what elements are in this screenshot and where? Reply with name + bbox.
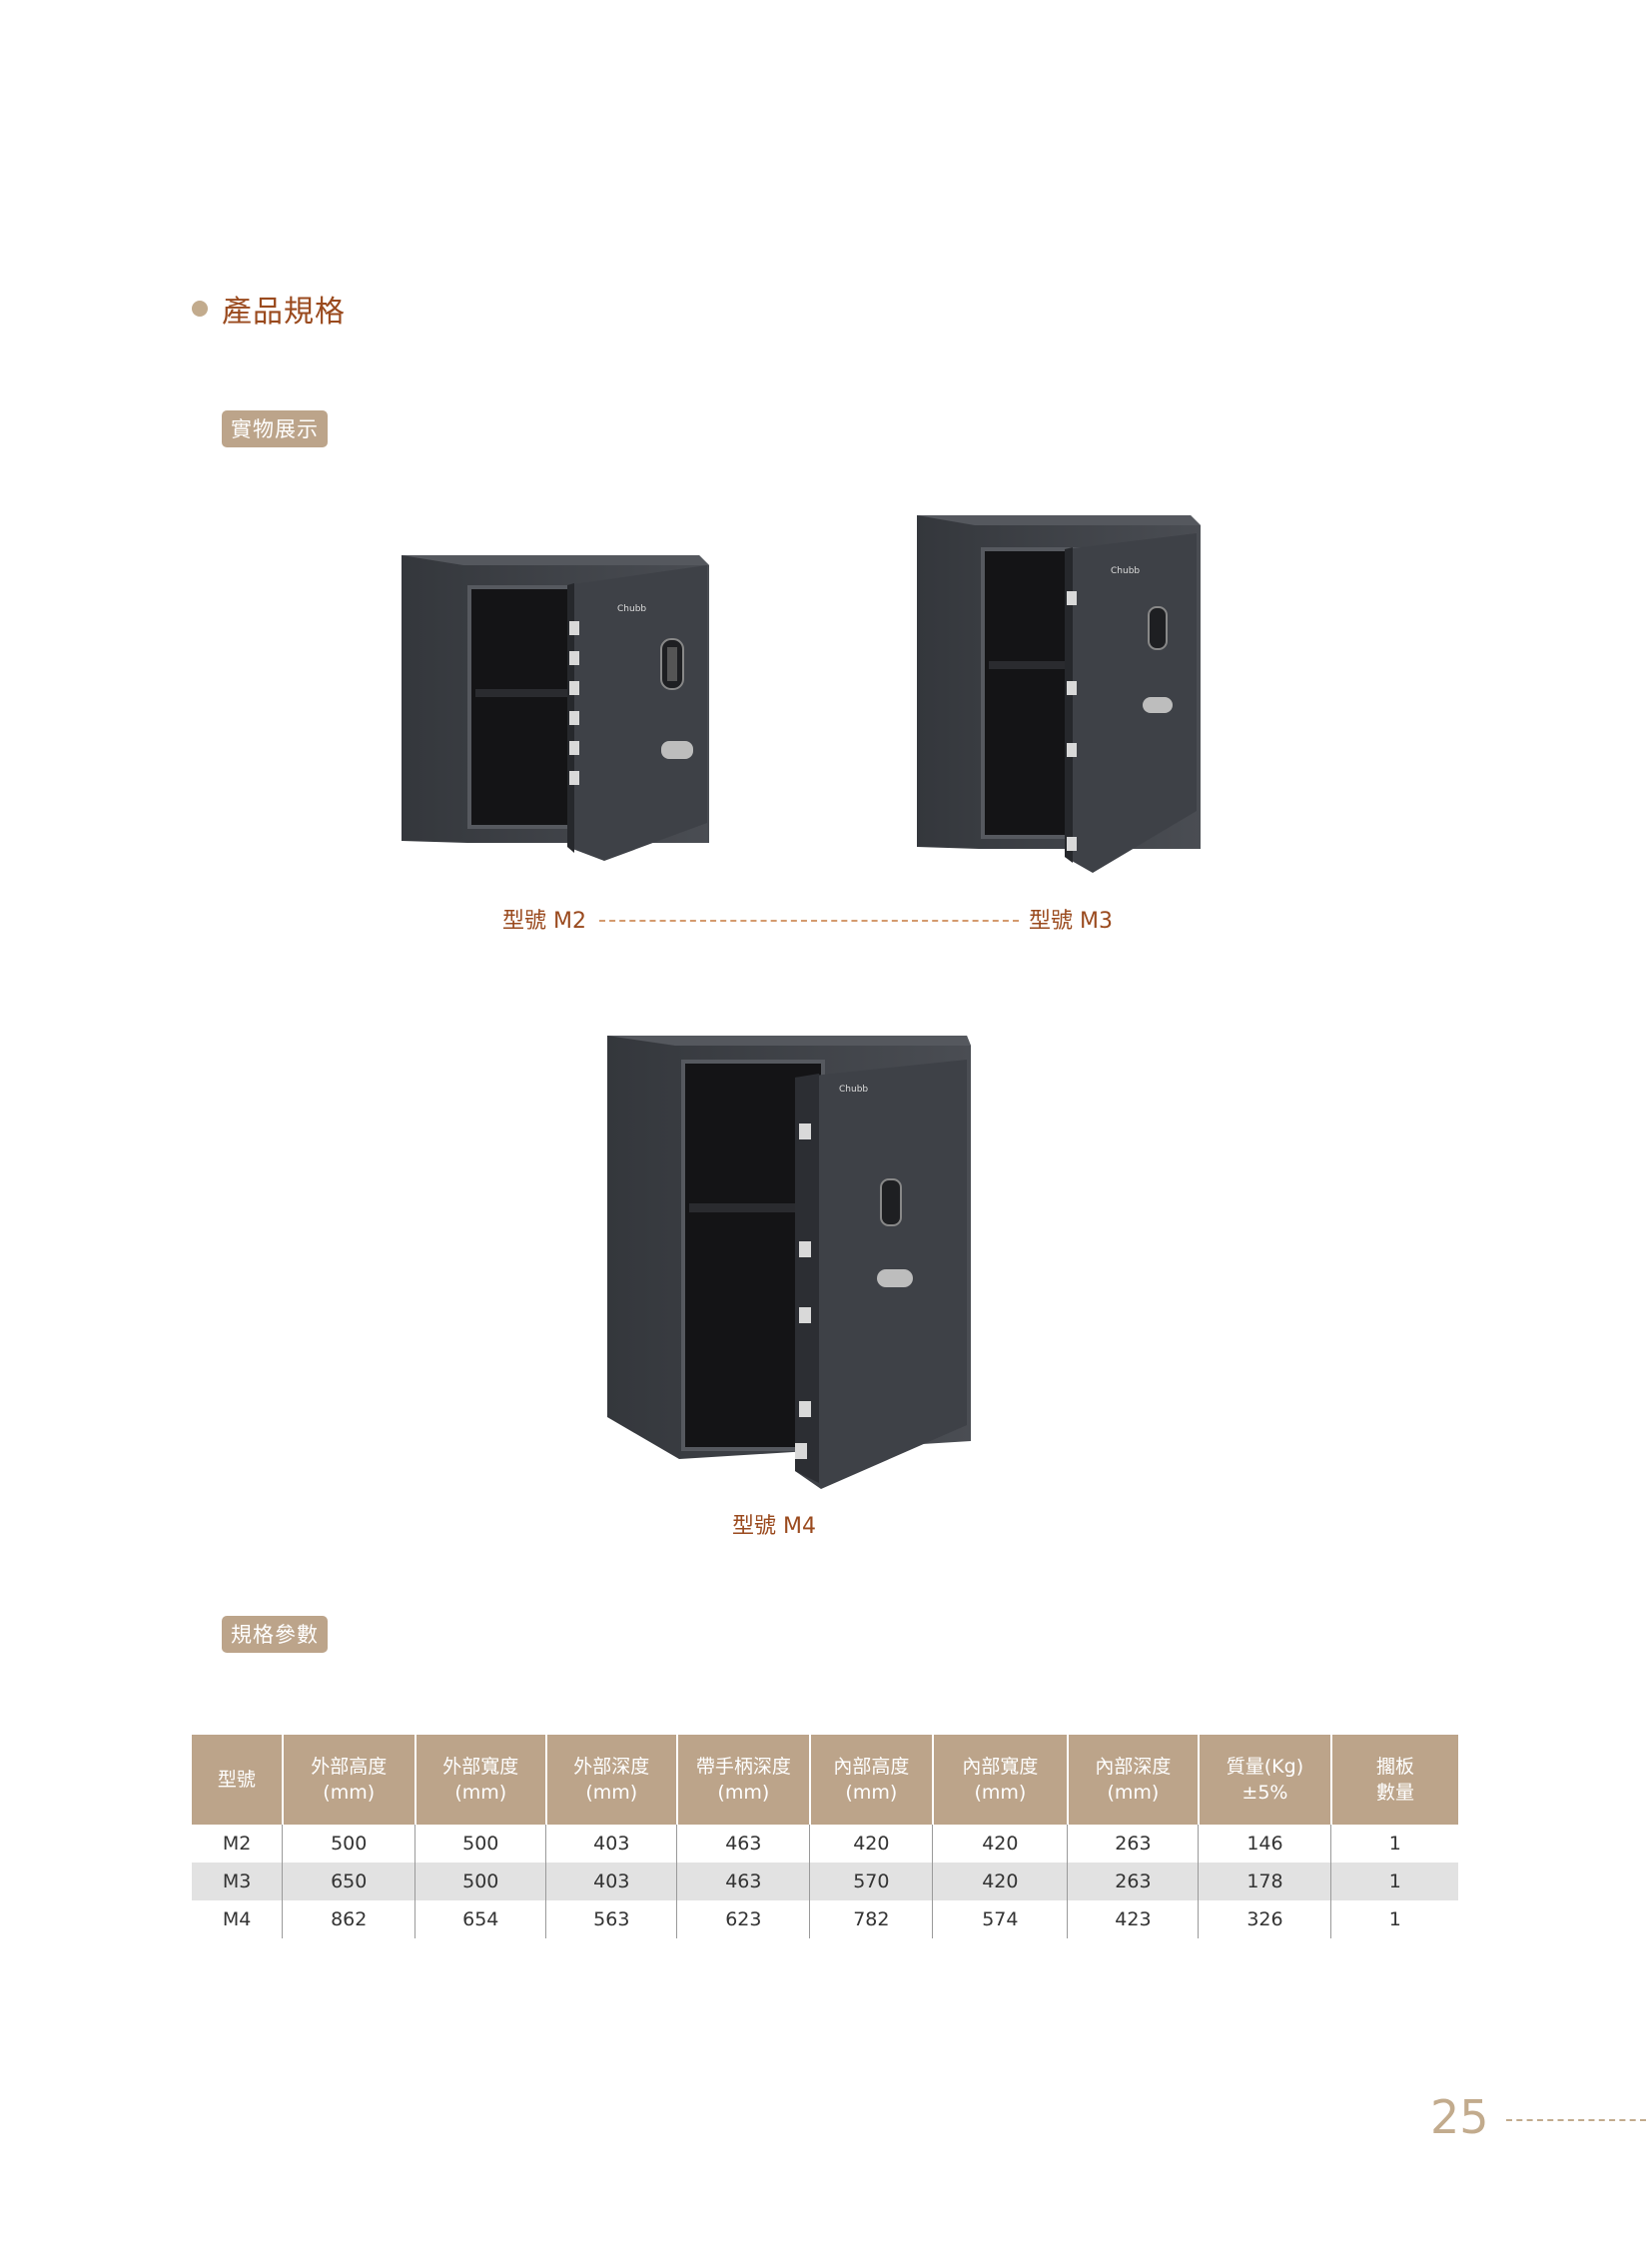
section-heading: 產品規格 xyxy=(192,287,346,331)
label-connector-divider xyxy=(599,920,1019,922)
table-cell: 420 xyxy=(932,1825,1069,1863)
header-depth-with-handle: 帶手柄深度(mm) xyxy=(676,1735,811,1825)
table-cell: 563 xyxy=(545,1900,678,1938)
table-cell: 650 xyxy=(282,1863,416,1900)
table-cell: 146 xyxy=(1198,1825,1332,1863)
table-cell: M2 xyxy=(192,1825,284,1863)
safe-m4-image: Chubb xyxy=(607,1036,971,1489)
table-cell: 1 xyxy=(1330,1863,1458,1900)
header-model: 型號 xyxy=(192,1735,284,1825)
model-label-m3: 型號 M3 xyxy=(1029,909,1113,934)
header-int-depth: 內部深度(mm) xyxy=(1067,1735,1200,1825)
model-label-m4: 型號 M4 xyxy=(732,1514,816,1539)
table-cell: 1 xyxy=(1388,1908,1401,1930)
table-cell: 263 xyxy=(1067,1863,1200,1900)
header-shelves: 擱板數量 xyxy=(1330,1735,1458,1825)
table-cell: 420 xyxy=(932,1863,1069,1900)
table-cell: 782 xyxy=(809,1900,934,1938)
table-header-row: 型號 外部高度(mm) 外部寬度(mm) 外部深度(mm) 帶手柄深度(mm) … xyxy=(192,1735,1458,1825)
table-row: M3 650 500 403 463 570 420 263 178 1 xyxy=(192,1863,1458,1900)
bullet-dot-icon xyxy=(192,301,208,317)
header-ext-height: 外部高度(mm) xyxy=(282,1735,416,1825)
table-cell: 570 xyxy=(809,1863,934,1900)
model-label-m2: 型號 M2 xyxy=(502,909,586,934)
spec-table: 型號 外部高度(mm) 外部寬度(mm) 外部深度(mm) 帶手柄深度(mm) … xyxy=(192,1735,1458,1938)
table-cell: 463 xyxy=(676,1863,811,1900)
header-int-width: 內部寬度(mm) xyxy=(932,1735,1069,1825)
table-cell: M4 xyxy=(192,1900,284,1938)
safe-m2-image: Chubb xyxy=(402,555,709,861)
header-ext-depth: 外部深度(mm) xyxy=(545,1735,678,1825)
table-cell: 623 xyxy=(676,1900,811,1938)
photos-tag: 實物展示 xyxy=(222,410,328,447)
safe-m4-logo: Chubb xyxy=(839,1085,868,1095)
safe-m3-logo: Chubb xyxy=(1111,566,1140,576)
table-cell: 862 xyxy=(282,1900,416,1938)
table-cell: 403 xyxy=(545,1825,678,1863)
table-cell: 654 xyxy=(414,1900,547,1938)
table-cell: 403 xyxy=(545,1863,678,1900)
table-cell: M3 xyxy=(192,1863,284,1900)
table-cell: 420 xyxy=(809,1825,934,1863)
header-ext-width: 外部寬度(mm) xyxy=(414,1735,547,1825)
table-row: M4 862 654 563 623 782 574 423 326 1 xyxy=(192,1900,1458,1938)
header-weight: 質量(Kg)±5% xyxy=(1198,1735,1332,1825)
table-cell: 1 xyxy=(1388,1833,1401,1855)
section-title: 產品規格 xyxy=(222,295,346,330)
table-cell: 463 xyxy=(676,1825,811,1863)
table-row: M2 500 500 403 463 420 420 263 146 1 xyxy=(192,1825,1458,1863)
table-cell: 263 xyxy=(1067,1825,1200,1863)
page-number-divider xyxy=(1506,2119,1646,2121)
table-cell: 574 xyxy=(932,1900,1069,1938)
table-cell: 423 xyxy=(1067,1900,1200,1938)
table-cell: 500 xyxy=(282,1825,416,1863)
table-cell: 500 xyxy=(414,1825,547,1863)
safe-m2-logo: Chubb xyxy=(617,604,646,614)
safe-m3-image: Chubb xyxy=(917,515,1201,873)
table-cell: 500 xyxy=(414,1863,547,1900)
specs-tag: 規格參數 xyxy=(222,1616,328,1653)
page-number: 25 xyxy=(1430,2090,1489,2144)
table-cell: 326 xyxy=(1198,1900,1332,1938)
header-int-height: 內部高度(mm) xyxy=(809,1735,934,1825)
table-cell: 178 xyxy=(1198,1863,1332,1900)
